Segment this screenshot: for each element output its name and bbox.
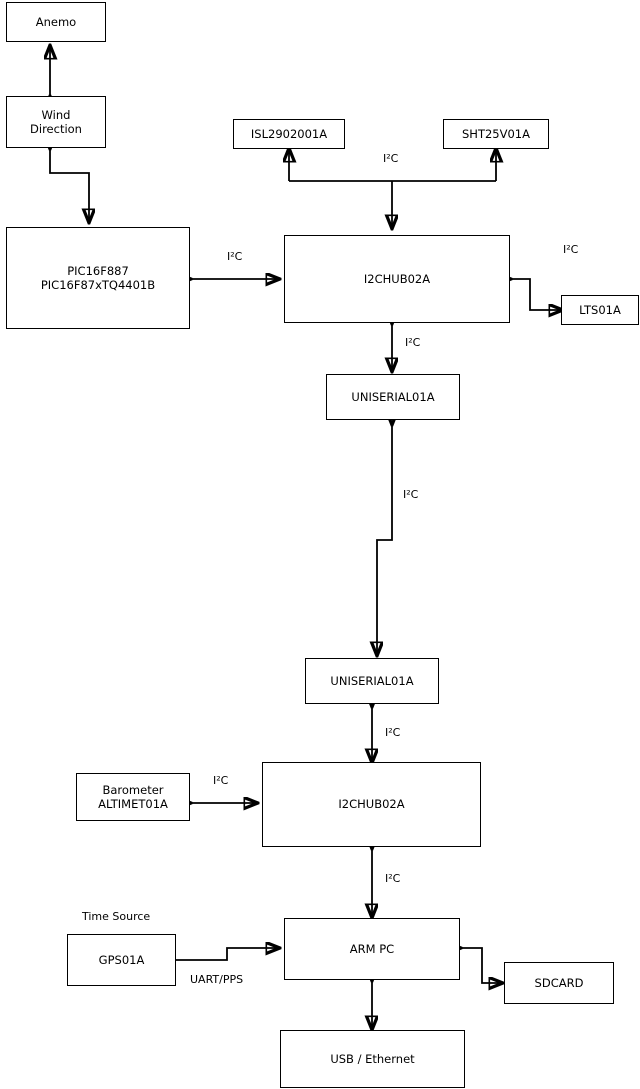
wire-hubtop-lts [510,279,562,310]
node-pic-mcu[interactable]: PIC16F887 PIC16F87xTQ4401B [6,227,190,329]
node-usb-ethernet[interactable]: USB / Ethernet [280,1030,465,1088]
node-i2chub02a-bottom[interactable]: I2CHUB02A [262,762,481,847]
label-time-source: Time Source [82,910,151,923]
wire-armpc-sdcard [460,948,502,983]
node-sdcard[interactable]: SDCARD [504,962,614,1004]
node-uniserial01a-bottom[interactable]: UNISERIAL01A [305,658,439,704]
node-isl2902001a[interactable]: ISL2902001A [233,119,345,149]
edge-label-i2c-hub-armpc: I²C [385,872,401,885]
wire-gps-armpc [176,948,279,961]
edge-label-i2c-baro-hub: I²C [213,774,229,787]
node-uniserial01a-top[interactable]: UNISERIAL01A [326,374,460,420]
edge-label-i2c-uniserial-hub: I²C [385,726,401,739]
wire-winddir-pic [50,148,89,222]
edge-label-i2c-hub-uniserial: I²C [405,336,421,349]
node-lts01a[interactable]: LTS01A [561,295,639,325]
node-anemo[interactable]: Anemo [6,2,106,42]
wire-uniserial-link [377,424,392,655]
edge-label-i2c-uniserial-link: I²C [403,488,419,501]
node-wind-direction[interactable]: Wind Direction [6,96,106,148]
edge-label-i2c-hub-lts: I²C [563,243,579,256]
edge-label-i2c-pic-hub: I²C [227,250,243,263]
node-gps01a[interactable]: GPS01A [67,934,176,986]
node-barometer-altimet01a[interactable]: Barometer ALTIMET01A [76,773,190,821]
node-sht25v01a[interactable]: SHT25V01A [443,119,549,149]
node-i2chub02a-top[interactable]: I2CHUB02A [284,235,510,323]
edge-label-uart-pps: UART/PPS [190,973,244,986]
edge-label-i2c-isl-sht: I²C [383,152,399,165]
node-arm-pc[interactable]: ARM PC [284,918,460,980]
